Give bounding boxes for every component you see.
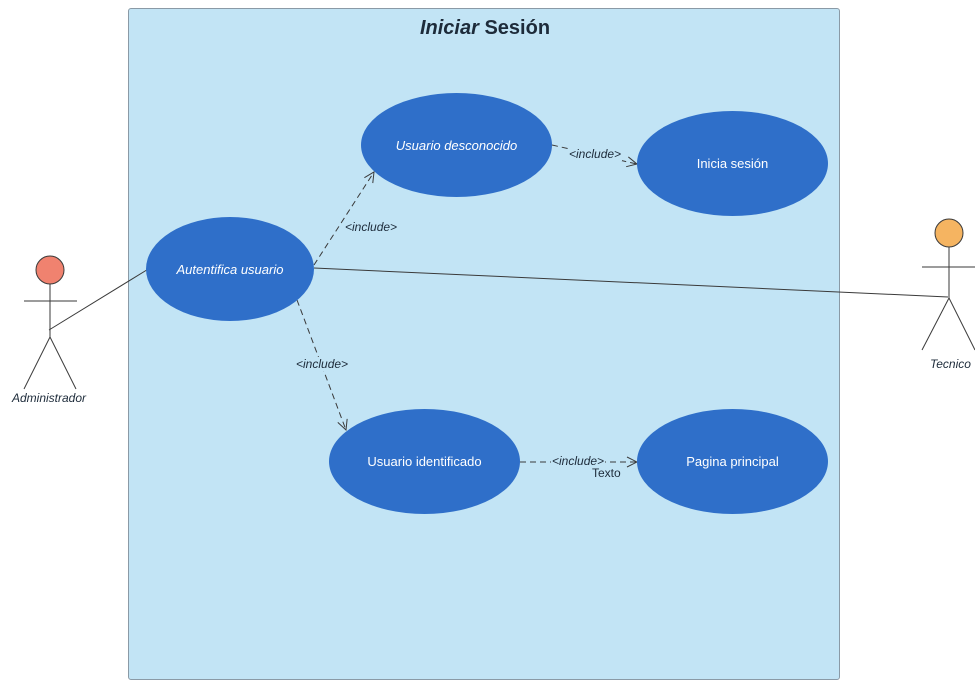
usecase-identificado-label: Usuario identificado [367,454,482,469]
note-texto: Texto [592,466,621,480]
include-label-desconocido: <include> [344,220,399,234]
include-label-inicia: <include> [568,147,623,161]
system-title-italic: Iniciar [419,17,479,39]
include-label-identificado: <include> [295,357,350,371]
actor-admin-figure [23,255,77,390]
usecase-autentifica-label: Autentifica usuario [176,261,284,277]
system-title: Iniciar Sesión [129,17,841,40]
include-arrow-identificado [296,299,346,430]
system-title-bold: Sesión [484,17,551,39]
usecase-autentifica-usuario[interactable]: Autentifica usuario [146,217,314,321]
usecase-desconocido-label: Usuario desconocido [395,137,518,153]
usecase-inicia-sesion[interactable]: Inicia sesión [637,111,828,216]
association-autentifica-tecnico [313,267,949,298]
actor-admin-name: Administrador [12,391,87,405]
usecase-usuario-identificado[interactable]: Usuario identificado [329,409,520,514]
actor-admin-head [35,255,65,285]
usecase-inicia-label: Inicia sesión [696,156,769,171]
association-admin-autentifica [48,267,151,331]
include-label-pagina: <include> [551,454,606,468]
include-arrow-desconocido [313,172,374,266]
usecase-pagina-principal[interactable]: Pagina principal [637,409,828,514]
actor-tecnico-head [934,218,964,248]
usecase-usuario-desconocido[interactable]: Usuario desconocido [361,93,552,197]
actor-tecnico-name: Tecnico [930,357,971,371]
usecase-pagina-label: Pagina principal [686,454,779,469]
actor-tecnico-figure [921,218,975,351]
